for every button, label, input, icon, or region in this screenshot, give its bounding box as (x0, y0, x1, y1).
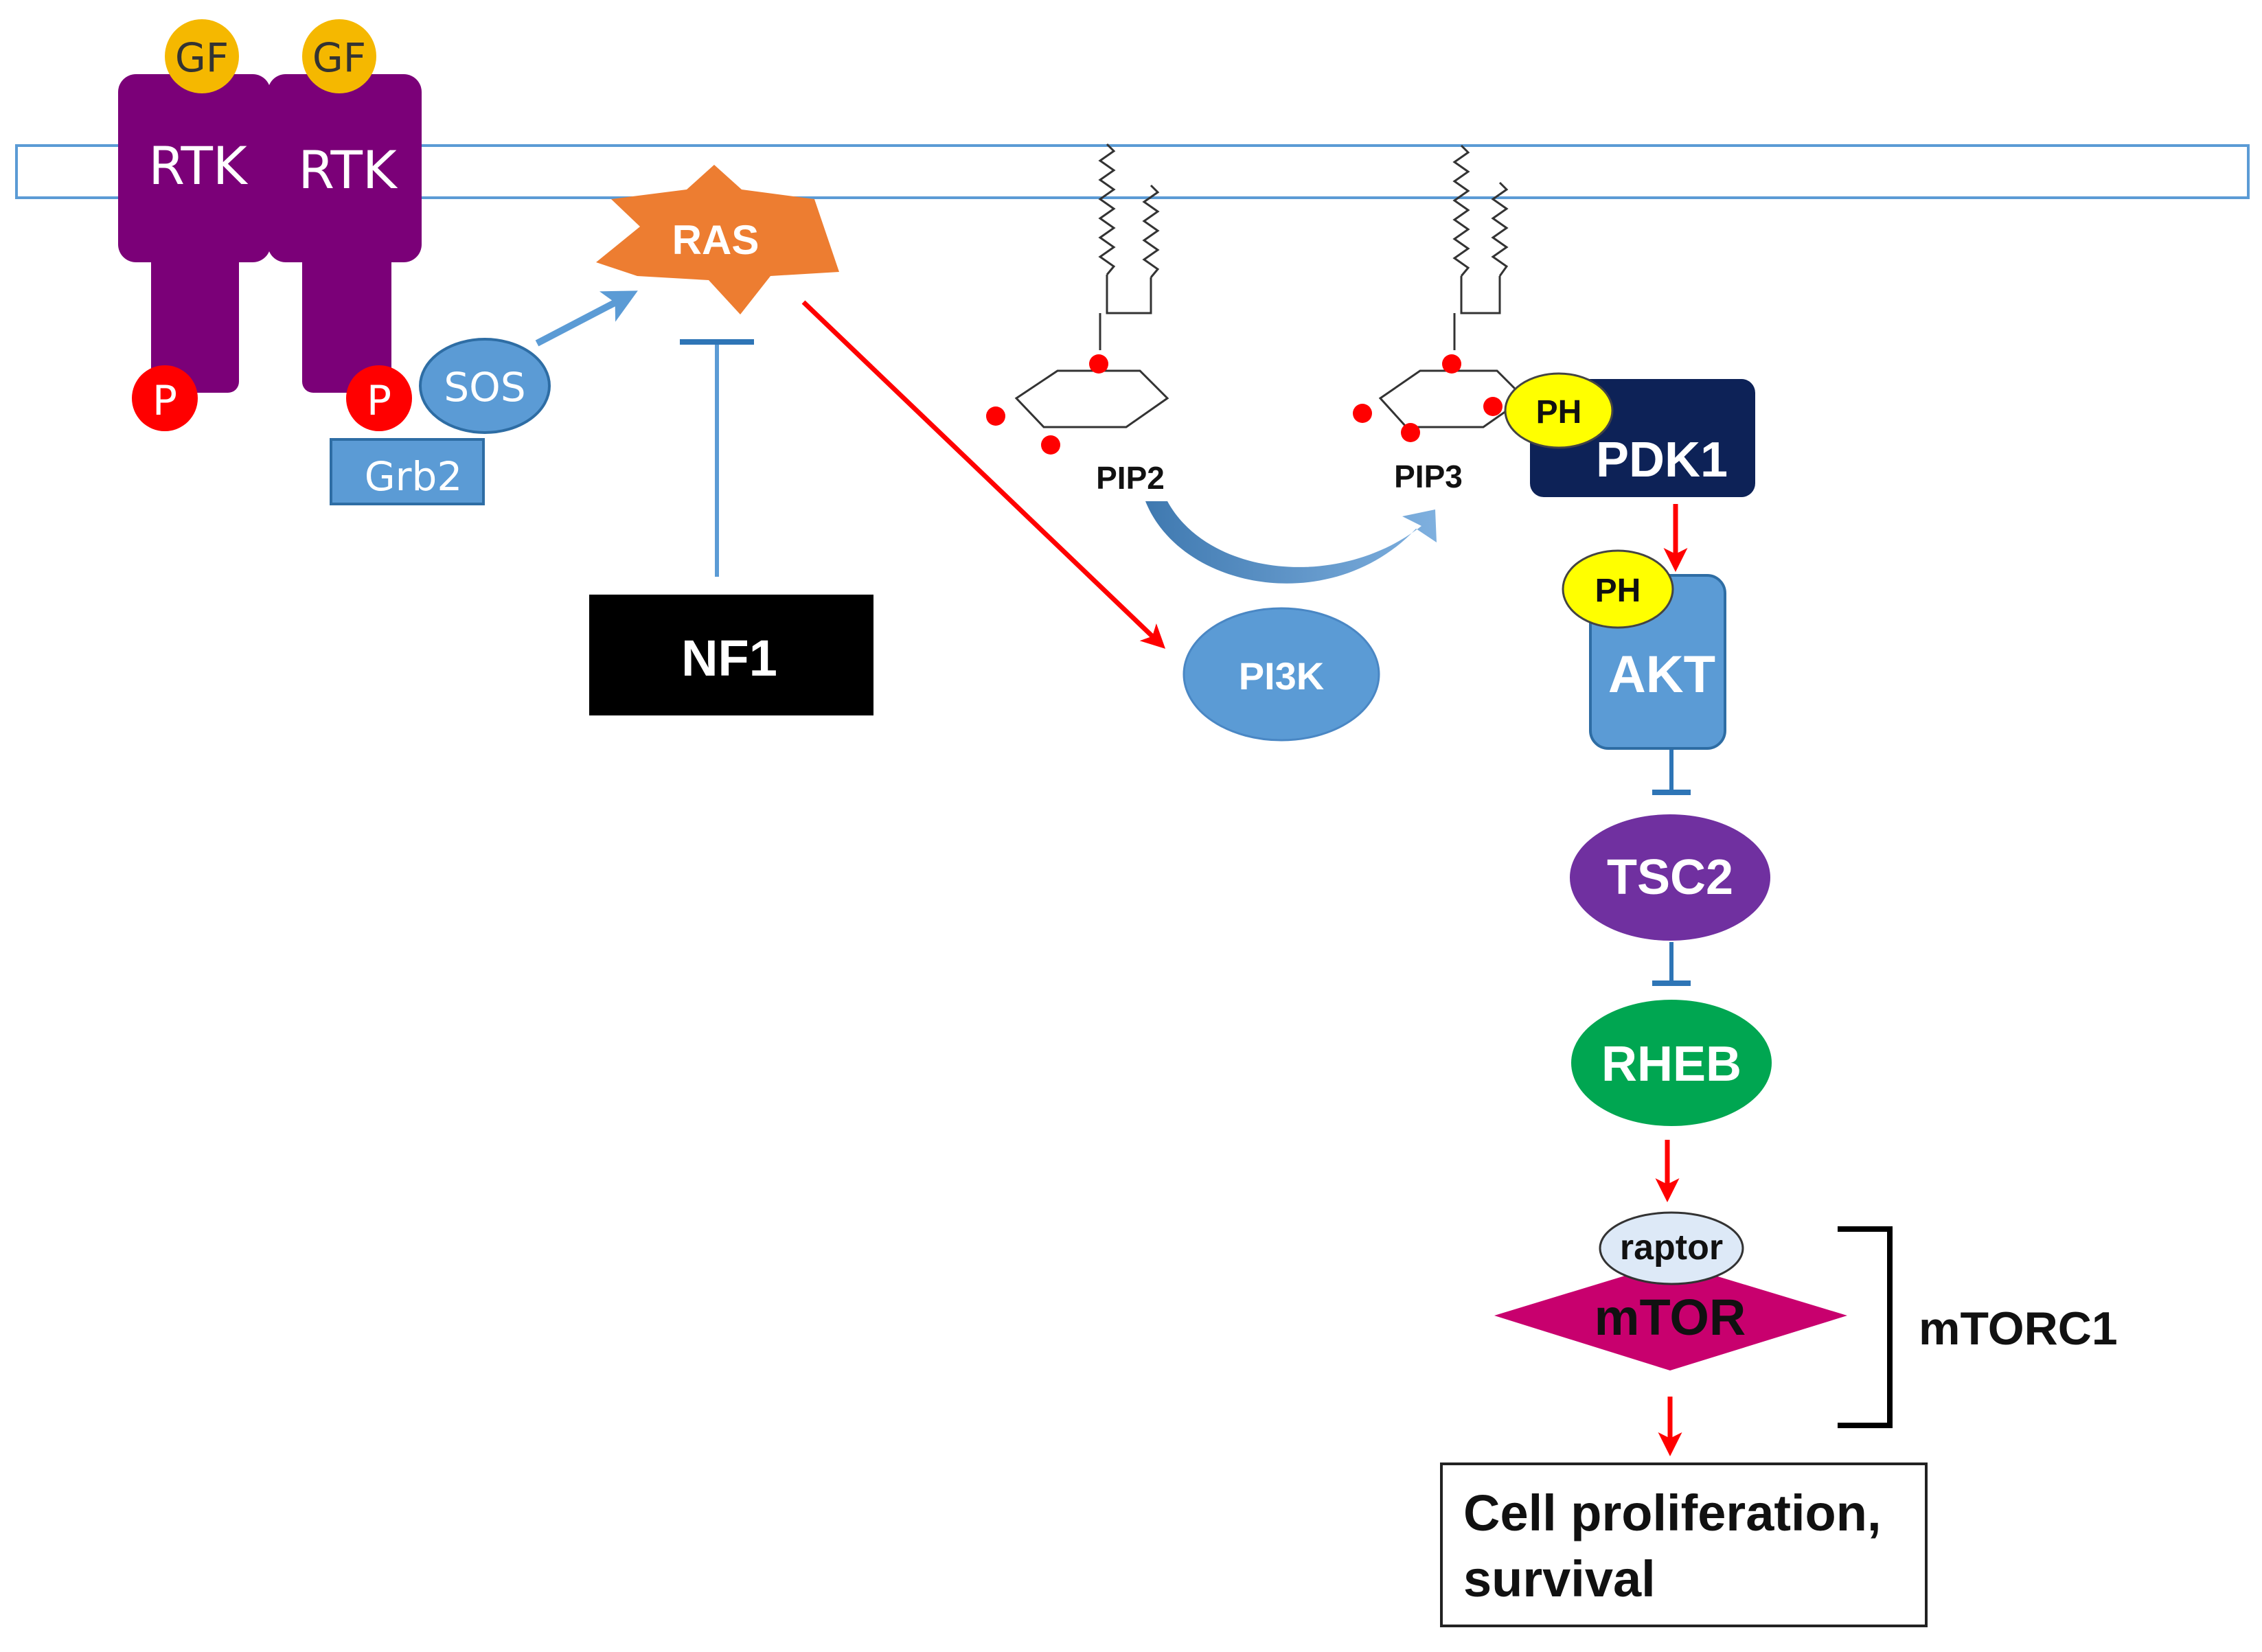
rtk-label-left: RTK (148, 135, 249, 196)
cell-membrane (15, 144, 2250, 199)
outcome-line-1: Cell proliferation, (1463, 1484, 1882, 1541)
rheb-label: RHEB (1601, 1037, 1741, 1092)
akt-ph-domain (1562, 549, 1674, 629)
pip2-phosphates (986, 354, 1108, 455)
rheb-protein (1571, 1000, 1772, 1126)
ras-label: RAS (672, 217, 759, 263)
mtorc1-label: mTORC1 (1919, 1303, 2118, 1355)
phosphate-label-right: P (367, 377, 391, 425)
pip2-label: PIP2 (1096, 460, 1165, 496)
outcome-box: Cell proliferation, survival (1440, 1462, 1928, 1627)
pip3-phosphates (1353, 354, 1503, 442)
tsc2-label: TSC2 (1607, 850, 1733, 905)
pip3-label: PIP3 (1394, 459, 1463, 494)
ras-protein (596, 165, 839, 314)
grb2-adaptor (330, 438, 485, 505)
rtk-receptor-right (268, 74, 422, 393)
sos-label: SOS (444, 364, 525, 411)
gf-ligand-right (302, 19, 376, 93)
mtor-kinase (1494, 1262, 1847, 1370)
pi3k-label: PI3K (1239, 654, 1325, 698)
gf-label-right: GF (312, 34, 366, 81)
phosphate-right (346, 365, 412, 431)
mtorc1-bracket (1838, 1226, 1893, 1428)
gf-label-left: GF (175, 34, 229, 81)
grb2-label: Grb2 (365, 453, 463, 500)
pdk1-ph-label: PH (1536, 394, 1582, 431)
pdk1-label: PDK1 (1596, 433, 1728, 487)
mtor-label: mTOR (1595, 1289, 1746, 1346)
rtk-receptor-left (118, 74, 271, 393)
pip2-lipid (1014, 143, 1169, 428)
ras-to-pi3k-arrow (801, 300, 1166, 649)
akt-ph-label: PH (1595, 573, 1641, 609)
raptor-label: raptor (1620, 1228, 1723, 1267)
phosphate-left (132, 365, 198, 431)
sos-to-ras-arrow (535, 290, 638, 347)
outcome-line-2: survival (1463, 1550, 1656, 1607)
akt-label: AKT (1608, 645, 1715, 704)
sos-protein (419, 338, 551, 434)
pdk1-ph-domain (1504, 372, 1614, 449)
phosphate-label-left: P (152, 377, 177, 425)
nf1-label: NF1 (681, 630, 777, 687)
nf1-box (589, 595, 873, 715)
tsc2-protein (1570, 814, 1770, 941)
pip3-lipid (1378, 144, 1527, 428)
pip2-to-pip3-conversion-arrow (1145, 501, 1437, 584)
raptor-protein (1599, 1211, 1744, 1285)
pi3k-enzyme (1183, 607, 1380, 742)
gf-ligand-left (165, 19, 239, 93)
rtk-label-right: RTK (298, 139, 398, 200)
